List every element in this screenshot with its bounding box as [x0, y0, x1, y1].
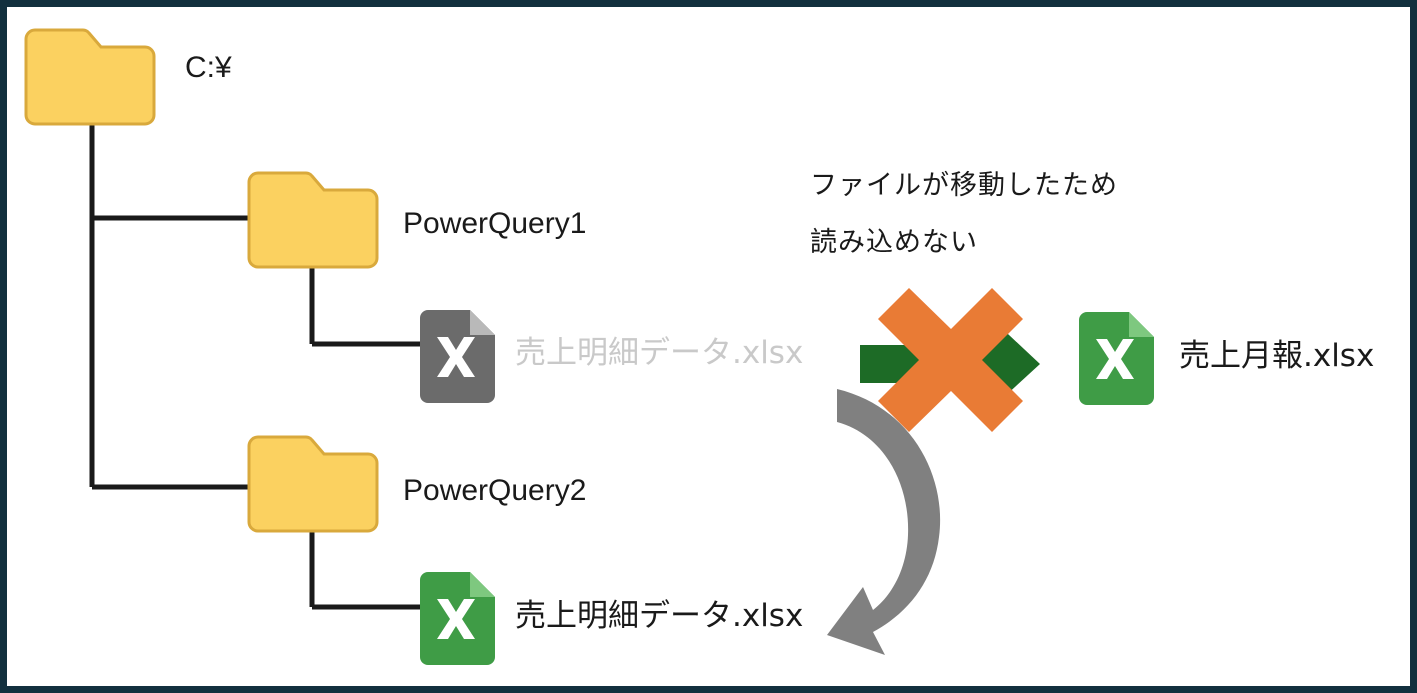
- folder-icon[interactable]: [24, 28, 156, 126]
- annotation-line-1: ファイルが移動したため: [810, 170, 1118, 201]
- annotation-line-2: 読み込めない: [810, 227, 978, 258]
- root-path-label: C:¥: [185, 51, 232, 84]
- file-label-missing: 売上明細データ.xlsx: [515, 335, 804, 371]
- cross-x-icon: [878, 288, 1023, 432]
- folder-icon-pq1-layer: [247, 171, 379, 269]
- excel-file-icon-target-layer: [1079, 312, 1154, 405]
- folder-icon-pq2-layer: [247, 435, 379, 533]
- tree-connectors: [89, 118, 427, 610]
- link-graphic-layer: [860, 288, 1040, 432]
- folder-icon-root-layer: [24, 28, 156, 126]
- folder-label-powerquery2: PowerQuery2: [403, 474, 587, 507]
- excel-file-icon[interactable]: [1079, 312, 1154, 405]
- file-label-target: 売上月報.xlsx: [1179, 338, 1375, 374]
- folder-icon[interactable]: [247, 171, 379, 269]
- file-label-present: 売上明細データ.xlsx: [515, 598, 804, 634]
- excel-file-icon[interactable]: [420, 310, 495, 403]
- curved-arrow-icon: [827, 389, 941, 655]
- excel-file-icon[interactable]: [420, 572, 495, 665]
- curved-arrow-icon-layer: [827, 389, 941, 655]
- diagram-canvas: C:¥ PowerQuery1 売上明細データ.xlsx PowerQuery2: [7, 7, 1410, 686]
- folder-label-powerquery1: PowerQuery1: [403, 207, 587, 240]
- excel-file-icon-missing-layer: [420, 310, 495, 403]
- excel-file-icon-present-layer: [420, 572, 495, 665]
- folder-icon[interactable]: [247, 435, 379, 533]
